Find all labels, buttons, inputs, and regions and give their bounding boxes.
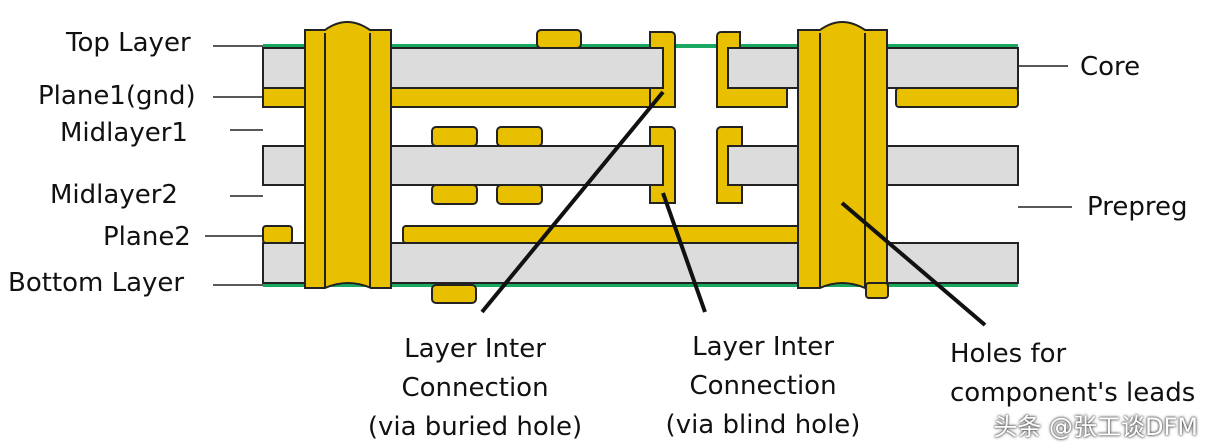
label-midlayer2: Midlayer2 [50,180,178,210]
callout-line: Connection [689,371,837,401]
callout-line: component's leads [950,378,1196,408]
callout-line: Layer Inter [404,334,546,364]
callout-buried-hole: Layer Inter Connection (via buried hole) [350,330,600,447]
left-through-via [304,21,392,289]
via-barrel-walls [324,33,866,288]
label-midlayer1: Midlayer1 [60,118,188,148]
label-plane2: Plane2 [103,222,191,252]
callout-line: Connection [401,373,549,403]
callout-pointers [480,90,987,327]
label-top-layer: Top Layer [66,28,191,58]
label-core: Core [1080,52,1141,82]
watermark: 头条 @张工谈DFM [993,413,1198,441]
callout-line: Holes for [950,339,1067,369]
callout-blind-hole: Layer Inter Connection (via blind hole) [638,328,888,445]
label-prepreg: Prepreg [1087,192,1188,222]
callout-component-holes: Holes for component's leads [950,335,1195,413]
callout-line: Layer Inter [692,332,834,362]
right-through-via [797,21,888,289]
label-plane1: Plane1(gnd) [38,81,196,111]
label-bottom-layer: Bottom Layer [8,268,185,298]
callout-line: (via blind hole) [665,410,861,440]
leader-lines [205,45,1072,286]
callout-line: (via buried hole) [367,412,583,442]
